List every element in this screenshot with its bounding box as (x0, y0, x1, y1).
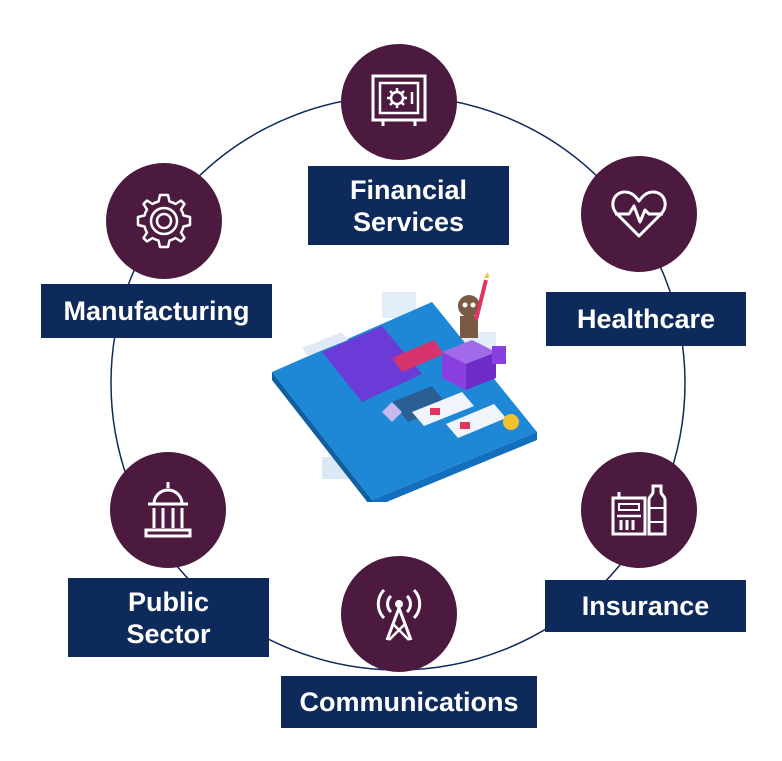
healthcare-node (581, 156, 697, 272)
insurance-label-text: Insurance (581, 591, 710, 621)
healthcare-label-text: Healthcare (576, 304, 716, 334)
financial-services-node (341, 44, 457, 160)
phone-app-illustration-icon (272, 272, 537, 502)
heart-pulse-icon (611, 190, 667, 238)
financial-services-label-line-1: Financial (349, 174, 468, 205)
public-sector-label-line-2: Sector (126, 618, 211, 649)
manufacturing-label: Manufacturing (41, 284, 272, 338)
building-bottle-icon (611, 484, 667, 536)
capitol-building-icon (144, 482, 192, 538)
public-sector-label-line-1: Public (127, 586, 209, 617)
financial-services-label-line-2: Services (352, 206, 465, 237)
communications-node (341, 556, 457, 672)
manufacturing-label-text: Manufacturing (63, 296, 250, 326)
public-sector-node (110, 452, 226, 568)
financial-services-label: Financial Services (308, 166, 509, 245)
manufacturing-node (106, 163, 222, 279)
radio-tower-icon (376, 588, 422, 641)
vault-icon (371, 74, 427, 126)
insurance-node (581, 452, 697, 568)
healthcare-label: Healthcare (546, 292, 746, 346)
communications-label: Communications (281, 676, 537, 728)
public-sector-label: Public Sector (68, 578, 269, 657)
communications-label-text: Communications (299, 687, 519, 717)
insurance-label: Insurance (545, 580, 746, 632)
gear-icon (136, 193, 192, 249)
